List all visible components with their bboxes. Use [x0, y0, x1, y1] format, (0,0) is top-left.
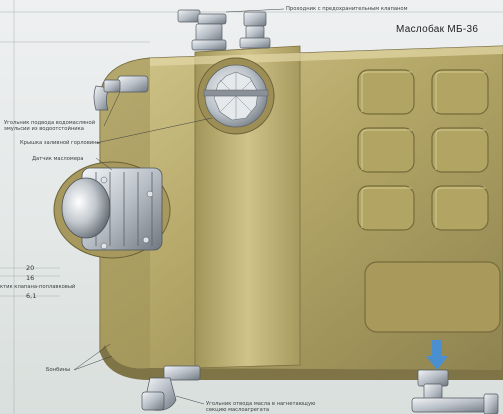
filler-cap: [197, 57, 275, 135]
top-fitting-right: [239, 11, 271, 49]
label-drain-bolts: Бонбины: [46, 367, 71, 373]
label-oil-outlet-line2: секцию маслоагрегата: [206, 407, 270, 413]
label-relief-valve-passage: Проходник с предохранительным клапаном: [286, 6, 408, 12]
top-fitting-left: [177, 9, 227, 51]
scale-number-6-1: 6,1: [26, 292, 37, 300]
label-water-inlet-line2: эмульсии из водоотстойника: [4, 126, 84, 132]
label-oil-outlet-line1: Угольник отвода масла в нагнетающую: [206, 401, 316, 407]
label-water-inlet-line1: Угольник подвода водомасляной: [4, 120, 96, 126]
label-float-valve: ктик клапана-поплавковый: [0, 284, 76, 290]
tank-bottom-rim: [100, 345, 503, 380]
leader-lines: [73, 8, 285, 405]
lower-recess: [364, 261, 501, 333]
water-inlet-elbow: [93, 75, 149, 111]
oil-gauge: [53, 161, 171, 259]
scale-number-20: 20: [26, 264, 35, 272]
label-filler-cap: Крышка заливной горловины: [20, 140, 101, 146]
recess-grid: [357, 69, 489, 231]
scale-number-16: 16: [26, 274, 35, 282]
diagram-title: Маслобак МБ-36: [396, 24, 479, 35]
label-oil-gauge: Датчик масломера: [32, 156, 84, 162]
blue-arrow-marker: [426, 340, 448, 370]
oil-outlet-elbow: [141, 365, 201, 411]
bottom-right-fitting: [411, 369, 499, 414]
